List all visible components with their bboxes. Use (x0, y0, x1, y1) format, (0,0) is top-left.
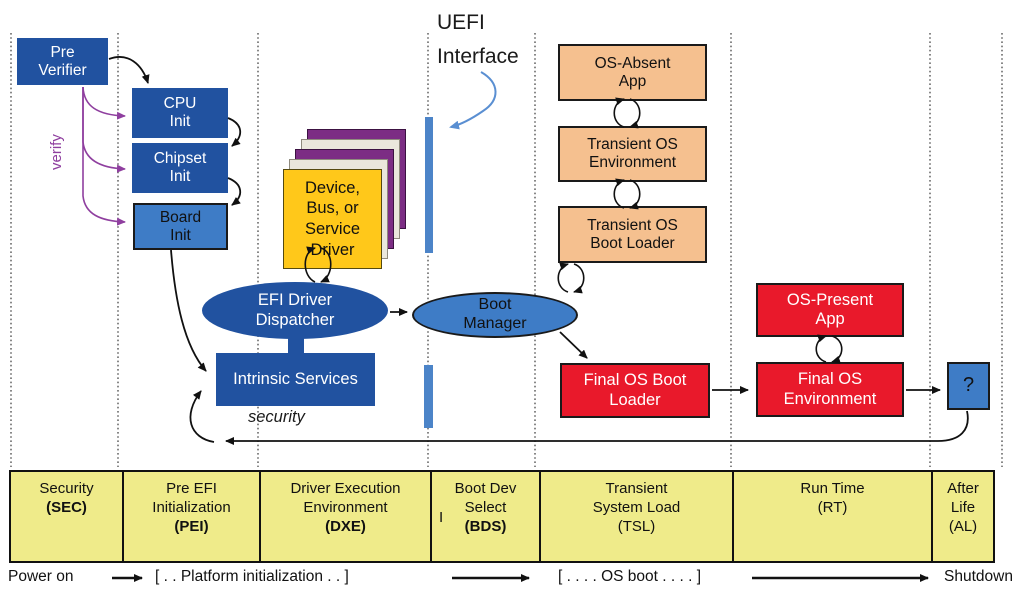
phase-acronym-tsl: (TSL) (617, 518, 656, 535)
phase-acronym-al: (AL) (948, 518, 978, 535)
phase-name-tsl: Transient System Load (592, 480, 681, 516)
loop-os-absent-transient-env-up (613, 97, 625, 128)
phase-name-dxe: Driver Execution Environment (290, 480, 401, 516)
timeline-power-on: Power on (8, 568, 74, 585)
loop-os-absent-transient-env-down (629, 98, 641, 129)
boot-manager-ellipse: Boot Manager (412, 292, 578, 338)
bds-stray-mark: I (439, 509, 444, 526)
phase-name-rt: Run Time (800, 480, 865, 497)
timeline-shutdown: Shutdown (944, 568, 1013, 585)
phase-name-sec: Security (39, 480, 94, 497)
arrow-boot-manager-to-final-os-boot-loader (559, 331, 588, 359)
driver-card: Device, Bus, or Service Driver (283, 169, 382, 269)
timeline-platform-initialization: [ . . Platform initialization . . ] (155, 568, 349, 585)
arrow-board-init-to-intrinsic-services (170, 249, 207, 372)
arrow-return-to-intrinsic-services (189, 390, 215, 443)
efi-driver-dispatcher-ellipse: EFI Driver Dispatcher (202, 282, 388, 339)
after-life-unknown-box: ? (947, 362, 990, 410)
timeline-os-boot: [ . . . . OS boot . . . . ] (558, 568, 701, 585)
loop-transient-env-boot-loader-down (629, 179, 641, 210)
loop-boot-loader-boot-manager-down (573, 263, 585, 294)
intrinsic-services-box: Intrinsic Services (216, 353, 375, 406)
os-absent-app-box: OS-Absent App (558, 44, 707, 101)
arrow-pre-verifier-to-cpu-init (108, 56, 150, 84)
board-init-box: Board Init (133, 203, 228, 250)
phase-name-pei: Pre EFI Initialization (152, 480, 231, 516)
pre-verifier-box: Pre Verifier (17, 38, 108, 85)
verify-arrow-to-board-init (82, 87, 126, 226)
transient-os-boot-loader-box: Transient OS Boot Loader (558, 206, 707, 263)
cpu-init-box: CPU Init (132, 88, 228, 138)
loop-os-present-final-env-up (815, 334, 827, 363)
phase-name-al: After Life (947, 480, 979, 516)
phase-cell-pei: Pre EFI Initialization (PEI) (122, 472, 259, 561)
loop-os-present-final-env-down (831, 335, 843, 364)
loop-transient-env-boot-loader-up (613, 178, 625, 209)
phase-acronym-sec: (SEC) (46, 499, 87, 516)
phase-name-bds: Boot Dev Select (454, 480, 517, 516)
boot-phase-band: Security (SEC) Pre EFI Initialization (P… (9, 470, 995, 563)
chipset-init-box: Chipset Init (132, 143, 228, 193)
phase-acronym-rt: (RT) (817, 499, 848, 516)
uefi-interface-bar-bottom (424, 365, 433, 428)
uefi-interface-bar-top (425, 117, 433, 253)
arrow-chipset-init-to-board-init (227, 177, 242, 206)
verify-arrow-to-chipset-init (82, 87, 126, 173)
arrow-cpu-init-to-chipset-init (227, 117, 242, 147)
phase-acronym-dxe: (DXE) (325, 518, 366, 535)
verify-label: verify (48, 134, 65, 170)
final-os-boot-loader-box: Final OS Boot Loader (560, 363, 710, 418)
loop-boot-loader-boot-manager-up (557, 262, 569, 293)
phase-cell-sec: Security (SEC) (11, 472, 122, 561)
verify-arrow-to-cpu-init (82, 86, 126, 120)
phase-acronym-pei: (PEI) (174, 518, 209, 535)
phase-cell-dxe: Driver Execution Environment (DXE) (259, 472, 430, 561)
final-os-environment-box: Final OS Environment (756, 362, 904, 417)
phase-cell-tsl: Transient System Load (TSL) (539, 472, 732, 561)
phase-cell-al: After Life (AL) (931, 472, 993, 561)
security-label: security (248, 408, 305, 426)
os-present-app-box: OS-Present App (756, 283, 904, 337)
phase-cell-rt: Run Time (RT) (732, 472, 931, 561)
dispatcher-intrinsic-connector (288, 336, 304, 356)
phase-acronym-bds: (BDS) (464, 518, 507, 535)
uefi-interface-pointer-arrow (449, 71, 497, 130)
phase-cell-bds: I Boot Dev Select (BDS) (430, 472, 539, 561)
transient-os-environment-box: Transient OS Environment (558, 126, 707, 182)
uefi-interface-label: UEFI Interface (437, 11, 519, 68)
